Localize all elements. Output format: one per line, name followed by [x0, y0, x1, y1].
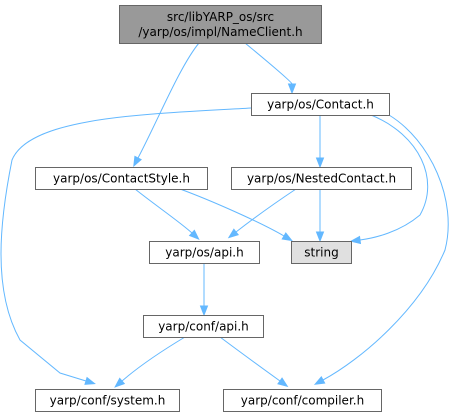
- node-label: yarp/conf/system.h: [50, 394, 166, 408]
- node-box: [223, 389, 382, 412]
- node-label: yarp/conf/compiler.h: [241, 394, 364, 408]
- node-system[interactable]: yarp/conf/system.h: [35, 389, 180, 412]
- node-box: [35, 167, 208, 190]
- edge-osapi-to-confapi: [199, 263, 209, 317]
- node-box: [291, 241, 352, 264]
- edge-contact-to-system: [0, 107, 252, 385]
- node-label: yarp/os/Contact.h: [267, 98, 374, 112]
- arrow-head: [349, 235, 362, 245]
- edge-confapi-to-system: [114, 336, 186, 388]
- node-contact[interactable]: yarp/os/Contact.h: [251, 93, 390, 116]
- node-confapi[interactable]: yarp/conf/api.h: [143, 315, 264, 338]
- edge-root-to-contactstyle: [133, 42, 200, 168]
- node-root[interactable]: src/libYARP_os/src/yarp/os/impl/NameClie…: [119, 5, 322, 44]
- arrow-head: [313, 376, 326, 385]
- edge-contactstyle-to-osapi: [134, 188, 200, 241]
- arrow-head: [287, 83, 297, 95]
- node-compiler[interactable]: yarp/conf/compiler.h: [223, 389, 382, 412]
- node-string[interactable]: string: [291, 241, 352, 264]
- edge-confapi-to-compiler: [219, 336, 289, 388]
- edge-contact-to-compiler: [313, 114, 449, 385]
- arrow-head: [188, 229, 200, 241]
- node-label: /yarp/os/impl/NameClient.h: [138, 25, 302, 39]
- edge-contact-to-string: [349, 114, 429, 245]
- edges-layer: [0, 42, 449, 388]
- node-label: string: [304, 246, 338, 260]
- node-osapi[interactable]: yarp/os/api.h: [149, 241, 260, 264]
- edge-root-to-contact: [244, 42, 297, 95]
- node-box: [119, 5, 322, 44]
- node-box: [149, 241, 260, 264]
- node-label: src/libYARP_os/src: [167, 10, 274, 24]
- arrow-head: [315, 157, 325, 169]
- node-box: [231, 167, 412, 190]
- arrow-head: [227, 228, 239, 239]
- arrow-head: [199, 305, 209, 317]
- node-label: yarp/os/api.h: [165, 246, 243, 260]
- node-box: [251, 93, 390, 116]
- edge-contact-to-nestedcontact: [315, 114, 325, 169]
- edge-nestedcontact-to-osapi: [227, 188, 297, 239]
- node-label: yarp/os/NestedContact.h: [247, 172, 396, 186]
- arrow-head: [84, 376, 96, 385]
- node-label: yarp/os/ContactStyle.h: [53, 172, 190, 186]
- node-box: [35, 389, 180, 412]
- arrow-head: [114, 377, 126, 388]
- node-box: [143, 315, 264, 338]
- arrow-head: [277, 377, 289, 388]
- arrow-head: [133, 155, 142, 168]
- arrow-head: [281, 232, 293, 242]
- edge-contactstyle-to-string: [179, 188, 293, 242]
- edge-nestedcontact-to-string: [315, 188, 325, 243]
- node-contactstyle[interactable]: yarp/os/ContactStyle.h: [35, 167, 208, 190]
- arrow-head: [315, 231, 325, 243]
- node-label: yarp/conf/api.h: [158, 320, 249, 334]
- nodes-layer: src/libYARP_os/src/yarp/os/impl/NameClie…: [35, 5, 412, 412]
- node-nestedcontact[interactable]: yarp/os/NestedContact.h: [231, 167, 412, 190]
